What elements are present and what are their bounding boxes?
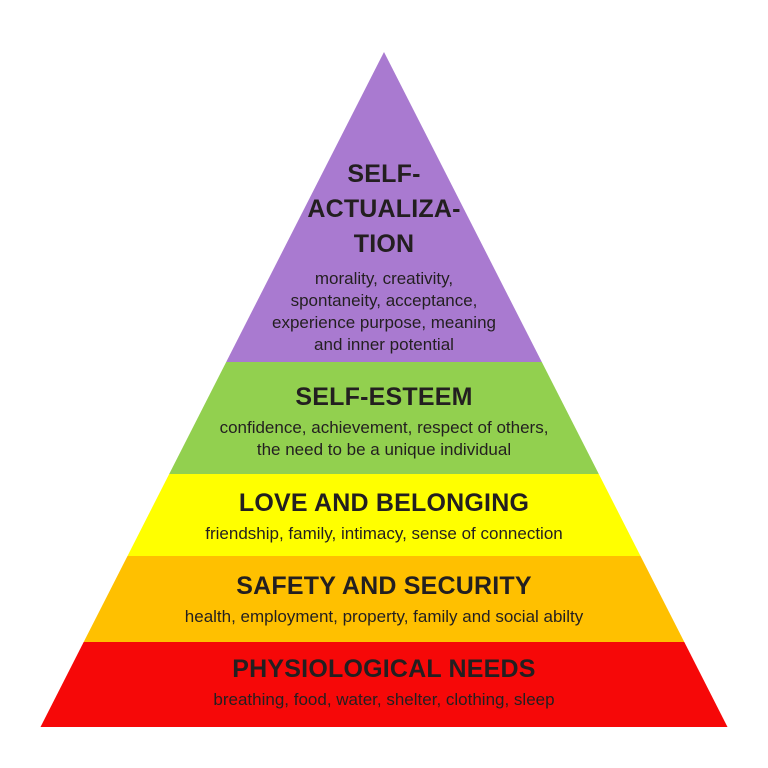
level-safety-and-security-shape xyxy=(83,556,685,642)
level-love-and-belonging-shape xyxy=(127,474,641,556)
level-physiological-needs-shape xyxy=(40,642,728,727)
level-self-esteem-shape xyxy=(169,362,599,474)
level-self-actualization-shape xyxy=(226,52,542,362)
